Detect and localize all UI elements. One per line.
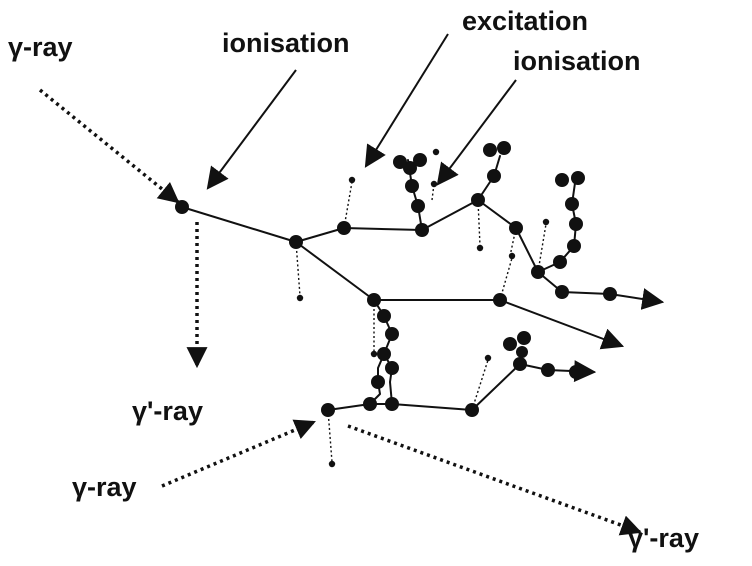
track-node [377, 347, 391, 361]
track-node [471, 193, 485, 207]
track-node [415, 223, 429, 237]
gamma-ray-label-top: γ-ray [8, 32, 73, 62]
electron-tracks [181, 155, 665, 411]
track-node [567, 239, 581, 253]
track-node [569, 365, 583, 379]
ejected-electron-dot [430, 180, 438, 188]
track-node [385, 397, 399, 411]
track-node [517, 331, 531, 345]
ejected-electron-dot [370, 350, 378, 358]
track-node [541, 363, 555, 377]
ionisation-pointer-right [436, 79, 517, 186]
photon-interaction-top [175, 200, 189, 214]
track-node [363, 397, 377, 411]
photon-interaction-bottom [321, 403, 335, 417]
excitation-pointer [364, 33, 449, 168]
photon-paths [38, 88, 642, 536]
track-node [555, 173, 569, 187]
track-node [497, 141, 511, 155]
scattered-gamma-ray-right [347, 424, 642, 536]
track-node [493, 293, 507, 307]
ejected-electron-dot [296, 294, 304, 302]
primary-track-a [181, 199, 665, 310]
track-node [531, 265, 545, 279]
track-node [413, 153, 427, 167]
track-node [385, 327, 399, 341]
track-node [513, 357, 527, 371]
track-node [603, 287, 617, 301]
label-pointers [206, 33, 517, 190]
endpoint-dots [296, 148, 550, 468]
track-node [393, 155, 407, 169]
interaction-points [175, 141, 617, 417]
gamma-ray-label-bottom: γ-ray [72, 472, 137, 502]
excitation-label: excitation [462, 6, 589, 36]
gamma-prime-ray-label-left: γ'-ray [132, 396, 203, 426]
track-node [289, 235, 303, 249]
ionisation-label-left: ionisation [222, 28, 350, 58]
track-node [503, 337, 517, 351]
track-node [483, 143, 497, 157]
track-node [516, 346, 528, 358]
track-node [377, 309, 391, 323]
ejected-electron-dot [348, 176, 356, 184]
ejection-from-c2 [499, 257, 513, 301]
ejected-electron-dot [508, 252, 516, 260]
track-node [405, 179, 419, 193]
ejection-from-n4 [477, 199, 481, 247]
track-node [571, 171, 585, 185]
track-node [553, 255, 567, 269]
ionisation-label-right: ionisation [513, 46, 641, 76]
track-node [411, 199, 425, 213]
track-node [337, 221, 351, 235]
ejected-electron-dot [432, 148, 440, 156]
ejection-from-n6 [537, 223, 547, 273]
ejection-from-n1 [295, 241, 301, 297]
ejection-from-n2 [343, 181, 353, 229]
track-node [569, 217, 583, 231]
track-node [565, 197, 579, 211]
track-node [385, 361, 399, 375]
ejection-from-bottom-vertex [327, 409, 333, 463]
ionisation-pointer-left [206, 69, 297, 190]
ejected-electron-dot [484, 354, 492, 362]
incoming-gamma-ray-top [38, 88, 180, 204]
ejected-electron-dot [476, 244, 484, 252]
track-node [465, 403, 479, 417]
delta-branch-upper [295, 241, 625, 350]
track-node [487, 169, 501, 183]
ejected-electron-dot [328, 460, 336, 468]
ejected-electron-dot [542, 218, 550, 226]
track-node [371, 375, 385, 389]
track-node [555, 285, 569, 299]
wiggle-right [383, 353, 393, 405]
gamma-prime-ray-label-right: γ'-ray [628, 523, 699, 553]
incoming-gamma-ray-bottom [161, 419, 316, 488]
track-node [367, 293, 381, 307]
track-node [509, 221, 523, 235]
